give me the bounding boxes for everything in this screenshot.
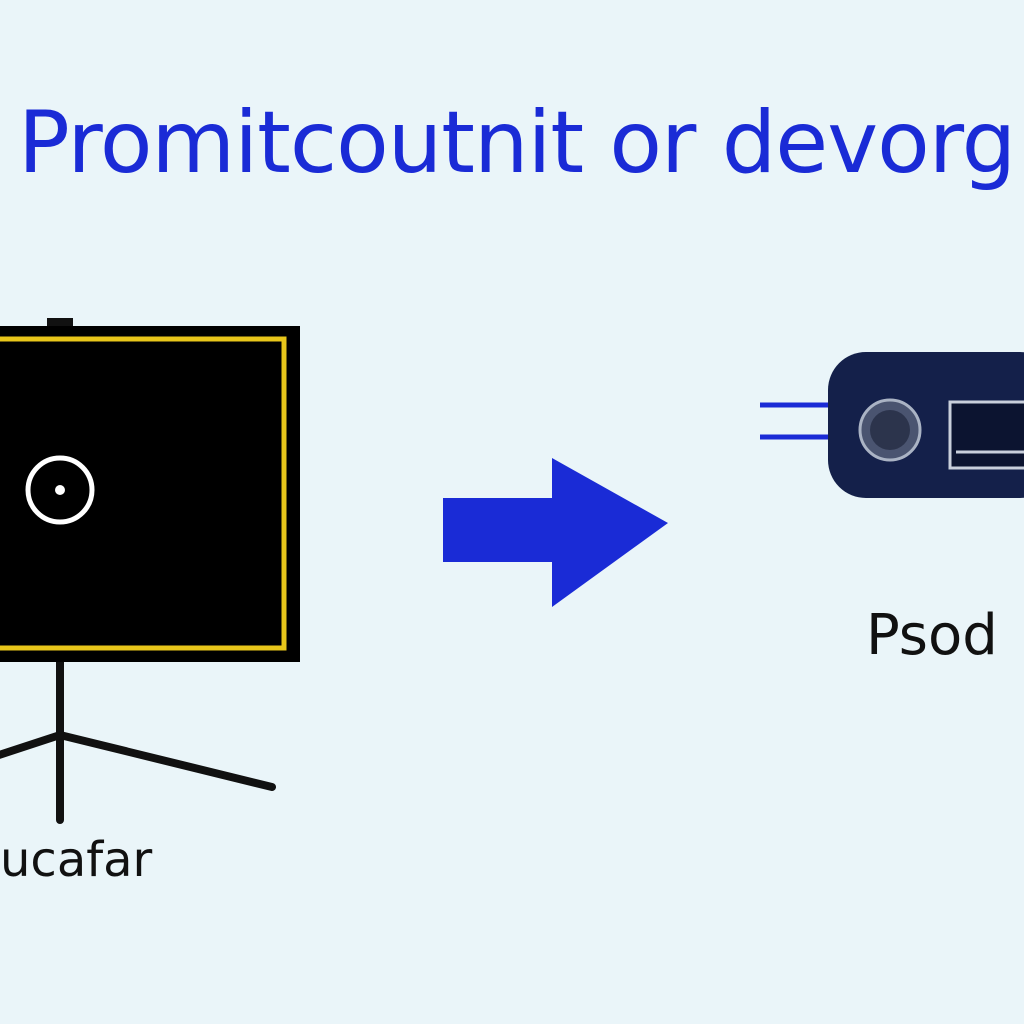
- monitor-stand-leg-left: [0, 731, 64, 759]
- monitor-top-nub: [47, 318, 73, 328]
- usb-device-icon: [760, 352, 1024, 498]
- device-port: [948, 400, 1024, 470]
- right-node-label: Psod: [866, 603, 998, 668]
- monitor-screen-border: [0, 336, 287, 651]
- monitor-lens-ring: [25, 455, 95, 525]
- diagram-title: Promitcoutnit or devorg: [18, 93, 1016, 193]
- monitor-lens-dot: [55, 485, 65, 495]
- monitor-stand-leg-right: [56, 731, 276, 791]
- device-lens-inner: [870, 410, 910, 450]
- left-node-label: ucafar: [0, 832, 153, 888]
- arrow-right-icon: [443, 458, 668, 607]
- monitor-on-stand-icon: [0, 318, 300, 824]
- monitor-frame: [0, 326, 300, 662]
